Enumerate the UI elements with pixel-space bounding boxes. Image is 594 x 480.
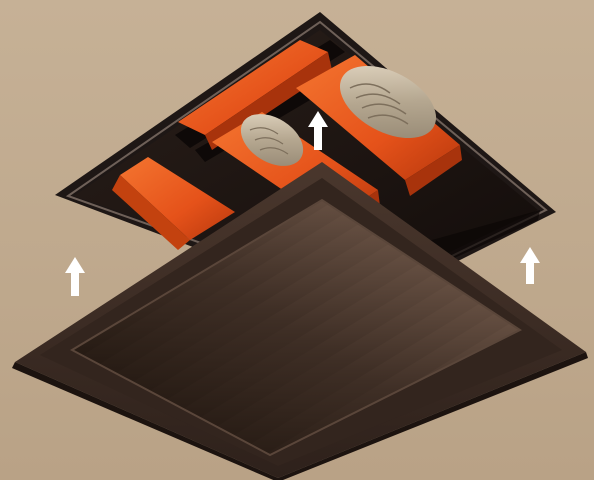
product-photo — [0, 0, 594, 480]
scene-illustration — [0, 0, 594, 480]
